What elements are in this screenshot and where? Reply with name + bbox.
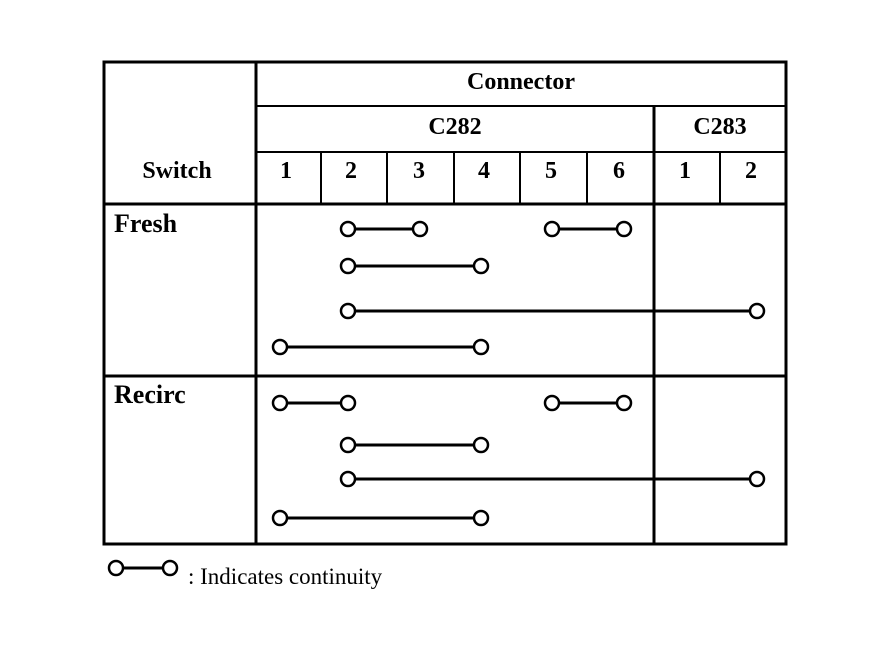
continuity-link <box>271 394 357 412</box>
continuity-symbol-icon <box>107 559 179 577</box>
pin-label: 1 <box>679 158 691 184</box>
terminal-circle-icon <box>411 220 429 238</box>
continuity-link <box>339 470 766 488</box>
connector-name-c282: C282 <box>428 114 481 140</box>
connector-name-c283: C283 <box>693 114 746 140</box>
terminal-circle-icon <box>271 509 289 527</box>
terminal-circle-icon <box>543 220 561 238</box>
terminal-circle-icon <box>339 436 357 454</box>
continuity-link <box>339 302 766 320</box>
terminal-circle-icon <box>339 302 357 320</box>
switch-column-header: Switch <box>142 158 211 184</box>
row-label-recirc: Recirc <box>114 380 186 409</box>
pin-label: 5 <box>545 158 557 184</box>
continuity-link <box>271 509 490 527</box>
continuity-link <box>339 220 429 238</box>
terminal-circle-icon <box>615 394 633 412</box>
terminal-circle-icon <box>543 394 561 412</box>
terminal-circle-icon <box>472 509 490 527</box>
legend: : Indicates continuity <box>107 559 383 589</box>
terminal-circle-icon <box>748 302 766 320</box>
table-grid <box>102 60 788 546</box>
continuity-link <box>271 338 490 356</box>
pin-label: 2 <box>745 158 757 184</box>
pin-label: 1 <box>280 158 292 184</box>
continuity-link <box>339 257 490 275</box>
legend-text: : Indicates continuity <box>188 564 383 589</box>
terminal-circle-icon <box>472 338 490 356</box>
continuity-link <box>543 394 633 412</box>
terminal-circle-icon <box>271 338 289 356</box>
terminal-circle-icon <box>615 220 633 238</box>
terminal-circle-icon <box>472 257 490 275</box>
terminal-circle-icon <box>339 394 357 412</box>
terminal-circle-icon <box>339 220 357 238</box>
terminal-circle-icon <box>271 394 289 412</box>
terminal-circle-icon <box>748 470 766 488</box>
pin-label: 4 <box>478 158 490 184</box>
continuity-link <box>543 220 633 238</box>
terminal-circle-icon <box>472 436 490 454</box>
continuity-connections <box>271 220 766 527</box>
terminal-circle-icon <box>339 257 357 275</box>
connector-group-title: Connector <box>467 69 575 95</box>
terminal-circle-icon <box>339 470 357 488</box>
pin-label: 2 <box>345 158 357 184</box>
continuity-link <box>339 436 490 454</box>
table-border <box>102 60 788 546</box>
row-label-fresh: Fresh <box>114 209 178 238</box>
pin-label: 3 <box>413 158 425 184</box>
pin-label: 6 <box>613 158 625 184</box>
